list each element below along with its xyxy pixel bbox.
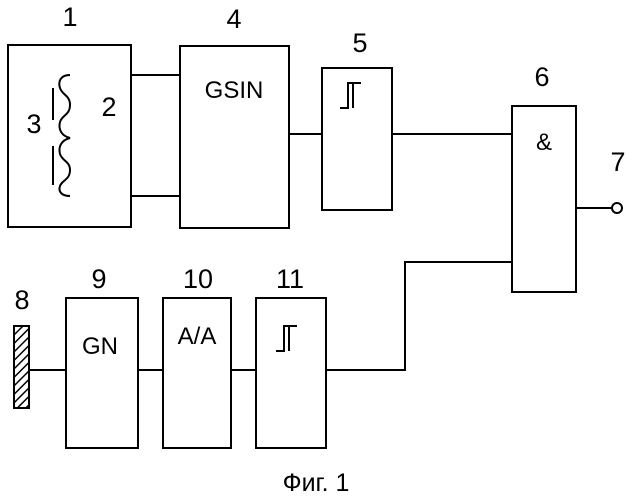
block-10-number: 10 [183, 264, 213, 294]
output-terminal-number: 7 [610, 147, 625, 177]
block-6-label: & [536, 129, 552, 156]
block-5-number: 5 [352, 28, 367, 58]
sensor-element [14, 326, 29, 408]
block-9-gn [66, 298, 138, 448]
block-9-label: GN [82, 333, 118, 360]
output-terminal [612, 203, 622, 213]
coil-number: 2 [101, 92, 116, 122]
figure-caption: Фиг. 1 [283, 469, 350, 497]
block-4-label: GSIN [205, 77, 264, 104]
block-11-trigger [256, 298, 326, 448]
core-number: 3 [26, 109, 41, 139]
block-11-number: 11 [276, 264, 304, 294]
wire-trigger-to-and-lower [326, 262, 512, 370]
block-1-number: 1 [62, 2, 77, 32]
block-4-gsin [180, 46, 289, 228]
block-4-number: 4 [226, 4, 241, 34]
sensor-number: 8 [14, 285, 29, 315]
block-10-label: A/A [178, 323, 217, 350]
block-9-number: 9 [91, 264, 106, 294]
block-6-number: 6 [534, 62, 549, 92]
block-10-aa [163, 298, 231, 448]
block-5-trigger [322, 68, 392, 210]
